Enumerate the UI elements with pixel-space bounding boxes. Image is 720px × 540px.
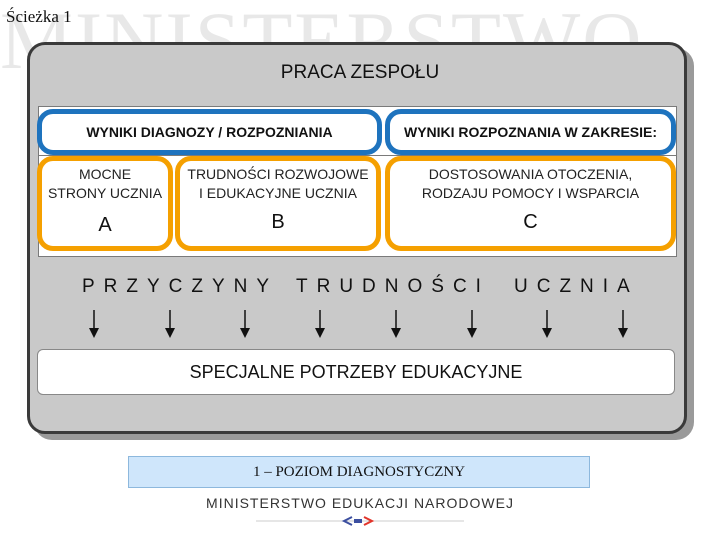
down-arrow-icon bbox=[165, 310, 175, 338]
down-arrow-icon bbox=[89, 310, 99, 338]
down-arrow-icon bbox=[391, 310, 401, 338]
causes-word-3: UCZNIA bbox=[514, 276, 639, 297]
level-label: 1 – POZIOM DIAGNOSTYCZNY bbox=[128, 456, 590, 488]
column-c-text: DOSTOSOWANIA OTOCZENIA, RODZAJU POMOCY I… bbox=[421, 166, 640, 201]
column-b-text: TRUDNOŚCI ROZWOJOWE I EDUKACYJNE UCZNIA bbox=[187, 166, 369, 201]
recognition-results-header: WYNIKI ROZPOZNANIA W ZAKRESIE: bbox=[385, 109, 676, 155]
ministry-name: MINISTERSTWO EDUKACJI NARODOWEJ bbox=[206, 495, 514, 511]
column-b-letter: B bbox=[271, 211, 285, 233]
diagnosis-results-header: WYNIKI DIAGNOZY / ROZPOZNIANIA bbox=[37, 109, 382, 155]
causes-word-1: PRZYCZYNY bbox=[82, 276, 279, 297]
column-a-letter: A bbox=[98, 214, 112, 236]
diagram-heading: PRACA ZESPOŁU bbox=[280, 62, 440, 83]
down-arrow-icon bbox=[240, 310, 250, 338]
column-a-text: MOCNE STRONY UCZNIA bbox=[47, 166, 163, 201]
down-arrow-icon bbox=[315, 310, 325, 338]
ministry-logo bbox=[256, 516, 464, 526]
down-arrow-icon bbox=[618, 310, 628, 338]
column-b-box: TRUDNOŚCI ROZWOJOWE I EDUKACYJNE UCZNIA … bbox=[175, 156, 381, 251]
special-needs-box: SPECJALNE POTRZEBY EDUKACYJNE bbox=[37, 349, 675, 395]
column-a-box: MOCNE STRONY UCZNIA A bbox=[37, 156, 173, 251]
down-arrow-icon bbox=[542, 310, 552, 338]
column-c-letter: C bbox=[523, 211, 538, 233]
causes-word-2: TRUDNOŚCI bbox=[296, 276, 490, 297]
slide-title: Ścieżka 1 bbox=[6, 7, 72, 26]
column-c-box: DOSTOSOWANIA OTOCZENIA, RODZAJU POMOCY I… bbox=[385, 156, 676, 251]
down-arrow-icon bbox=[467, 310, 477, 338]
